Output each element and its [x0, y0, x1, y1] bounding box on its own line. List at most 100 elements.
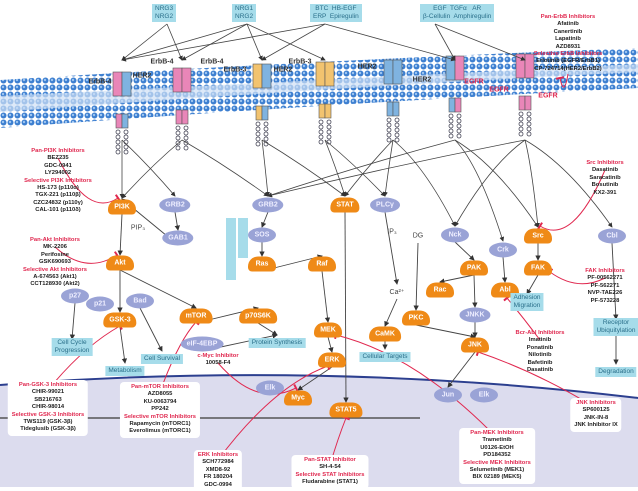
tyrosine: [115, 129, 121, 135]
tyrosine: [255, 136, 261, 142]
inhibitor-group-title: FAK Inhibitors: [585, 268, 625, 274]
tyrosine: [183, 145, 189, 151]
inhibitor-group-title: Src Inhibitors: [586, 160, 624, 166]
tyrosine: [386, 127, 392, 133]
protein-grb2b: GRB2: [252, 197, 284, 213]
receptor-label-her2: HER2: [357, 63, 377, 71]
tyrosine: [448, 128, 454, 134]
tyrosine: [526, 121, 532, 127]
inhibitor-group-title: Selective STAT Inhibitors: [295, 471, 365, 478]
tyrosine: [115, 149, 121, 155]
pathway-arrow-pak-jnkk: [472, 274, 478, 308]
protein-plc: PLCγ: [370, 197, 400, 213]
receptor-7-tm-right: [524, 95, 532, 111]
receptor-label-her2: HER2: [132, 72, 152, 80]
inhibitor-compound: PP242: [151, 406, 169, 413]
activation-arrow-13: [121, 139, 176, 197]
protein-crk: Crk: [489, 242, 517, 258]
activation-arrow-6: [324, 139, 386, 197]
activation-arrow-2: [181, 139, 269, 197]
tyrosine: [115, 144, 121, 150]
pathway-arrow-plc-ca: [384, 211, 399, 285]
pathway-arrow-cbl-o_ru: [611, 242, 619, 320]
tyrosine: [386, 137, 392, 143]
cytoskeletal-bar-1: [226, 218, 236, 280]
tyrosine: [175, 145, 181, 151]
pathway-arrow-jnk-jun: [447, 351, 476, 388]
receptor-4-left: [315, 61, 326, 87]
inhibitor-compound: CHIR-98014: [31, 404, 65, 411]
inhibitor-compound: Rapamycin (mTORC1): [129, 421, 191, 428]
protein-p70: p70S6K: [239, 308, 277, 324]
activation-arrow-15: [267, 139, 526, 198]
inhibitor-compound: NVP-TAE226: [587, 290, 623, 297]
activation-arrow-8: [392, 139, 456, 227]
receptor-6-right: [454, 55, 465, 81]
inhibition-line-mek: [334, 330, 498, 439]
activation-arrow-3: [261, 139, 271, 197]
protein-p27: p27: [61, 288, 89, 304]
inhibitor-compound: SB216763: [34, 396, 62, 403]
tyrosine: [175, 135, 181, 141]
inhibitor-group-title: ERK Inhibitors: [197, 452, 239, 458]
tyrosine: [123, 129, 129, 135]
pathway-arrow-mek-erk: [327, 336, 334, 353]
inhibitor-compound: Dasatinib: [526, 367, 554, 374]
inhibition-line-erk: [217, 361, 331, 461]
inhibitor-compound: GSK690693: [39, 259, 71, 266]
tyrosine: [448, 133, 454, 139]
inhibitor-compound: SH-4-54: [319, 464, 341, 471]
tyrosine: [394, 137, 400, 143]
inhibitor-compound: A-674563 (Akt1): [33, 274, 77, 281]
outcome-o_ps: Protein Synthesis: [248, 338, 306, 348]
inhibitor-compound: BEZ235: [47, 155, 69, 162]
inhibitor-compound: Perifosine: [40, 251, 70, 258]
tyrosine: [526, 116, 532, 122]
tyrosine: [526, 131, 532, 137]
receptor-4-tm-right: [324, 103, 332, 119]
receptor-6-tm-left: [448, 97, 456, 113]
tyrosine: [318, 129, 324, 135]
pathway-arrow-akt-mtor: [119, 269, 197, 309]
pathway-arrow-crk-abl: [501, 256, 508, 283]
ligand-box: NRG1 NRG2: [232, 4, 257, 22]
ligand-arrow-3: [246, 23, 263, 61]
pathway-arrow-pak-rac: [439, 274, 475, 284]
ligand-arrow-9: [434, 23, 456, 61]
tyrosine: [456, 123, 462, 129]
inhibitor-compound: PF-562271: [590, 282, 620, 289]
tyrosine: [456, 128, 462, 134]
inhibitor-compound: SCH772984: [202, 459, 234, 466]
tyrosine: [526, 111, 532, 117]
activation-arrow-17: [454, 139, 526, 227]
ligand-arrow-8: [121, 23, 326, 62]
tyrosine: [386, 117, 392, 123]
inhibitor-compound: AZD8055: [147, 391, 173, 398]
ligand-arrow-2: [181, 23, 248, 61]
inhibitor-compound: Canertinib: [553, 28, 583, 35]
receptor-5-tm-left: [386, 101, 394, 117]
protein-bad: Bad: [126, 293, 154, 309]
pathway-arrow-erk-myc: [297, 366, 333, 391]
tyrosine: [255, 141, 261, 147]
receptor-2-left: [172, 67, 183, 93]
tyrosine: [448, 113, 454, 119]
inhibitor-compound: TWS119 (GSK-3β): [23, 419, 73, 426]
inhibitor-compound: Fludarabine (STAT1): [302, 479, 358, 486]
pathway-arrow-p70-o_ps: [257, 322, 278, 336]
cytoskeletal-bar-2: [238, 218, 248, 258]
inhibitor-group-title: Pan-Akt Inhibitors: [30, 237, 80, 243]
inhibitor-compound: CCT128930 (Akt2): [30, 281, 80, 288]
receptor-label-egfr: EGFR: [464, 78, 484, 86]
inhibitor-compound: PF-00562271: [587, 275, 623, 282]
activation-arrow-11: [524, 139, 540, 228]
receptor-label-erbb-4: ErbB-4: [88, 78, 112, 86]
tyrosine: [183, 135, 189, 141]
inhibitor-group-title: Selective Akt Inhibitors: [23, 266, 87, 273]
protein-sos: SOS: [248, 227, 276, 243]
